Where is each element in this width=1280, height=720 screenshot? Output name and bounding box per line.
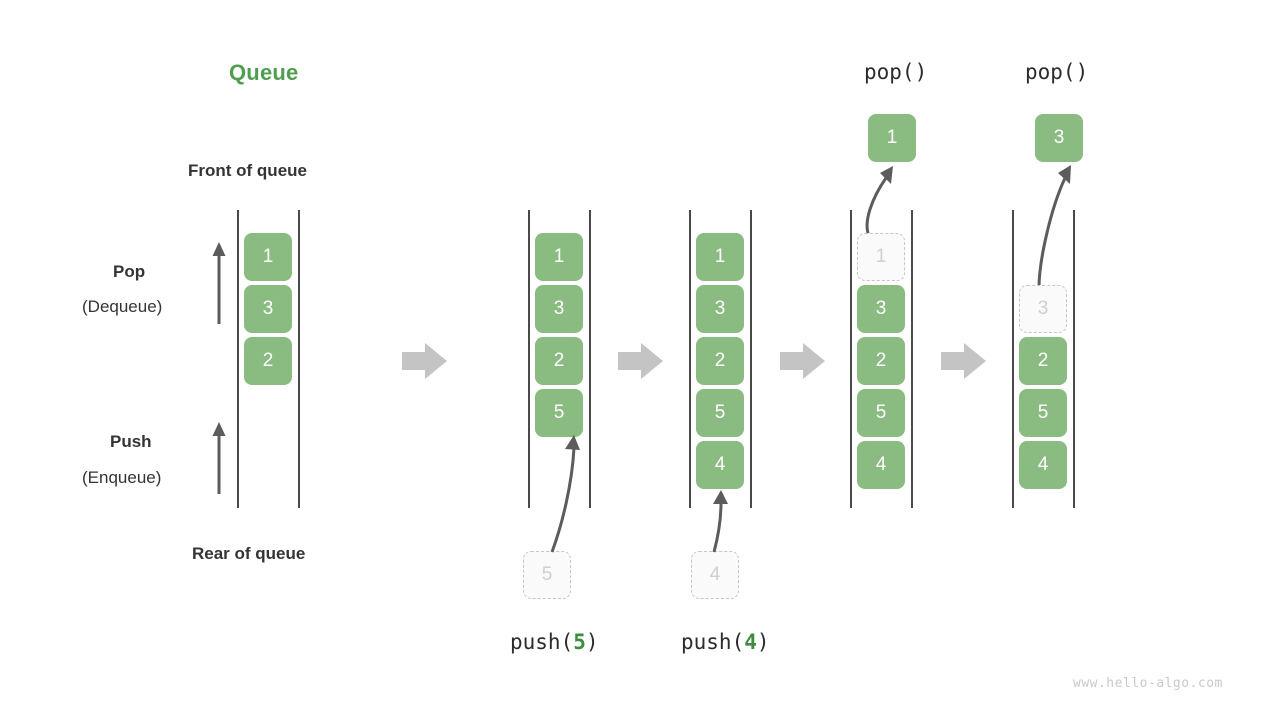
queue-cell: 3	[244, 285, 292, 333]
popped-element: 3	[1035, 114, 1083, 162]
front-of-queue-label: Front of queue	[188, 161, 307, 180]
incoming-element-ghost: 5	[523, 551, 571, 599]
queue-cell: 1	[696, 233, 744, 281]
op-suffix: )	[585, 630, 599, 654]
operation-label-push-5: push(5)	[510, 630, 599, 654]
queue-cell: 4	[857, 441, 905, 489]
queue-cell: 5	[535, 389, 583, 437]
watermark: www.hello-algo.com	[1073, 676, 1223, 691]
op-prefix: pop()	[1025, 60, 1089, 84]
rail-right-stage-4	[1073, 210, 1075, 508]
queue-cell: 3	[535, 285, 583, 333]
push-label: Push	[110, 432, 152, 451]
rail-right-stage-1	[589, 210, 591, 508]
rail-left-stage-3	[850, 210, 852, 508]
queue-cell: 5	[1019, 389, 1067, 437]
incoming-element-ghost: 4	[691, 551, 739, 599]
rail-left-stage-0	[237, 210, 239, 508]
queue-cell: 3	[857, 285, 905, 333]
rail-left-stage-4	[1012, 210, 1014, 508]
queue-cell-ghost: 3	[1019, 285, 1067, 333]
queue-cell: 4	[1019, 441, 1067, 489]
queue-cell-ghost: 1	[857, 233, 905, 281]
diagram-title: Queue	[229, 60, 299, 85]
push-flow-arrow	[712, 490, 728, 553]
pop-label: Pop	[113, 262, 146, 281]
op-suffix: )	[756, 630, 770, 654]
rail-left-stage-2	[689, 210, 691, 508]
operation-label-push-4: push(4)	[681, 630, 770, 654]
queue-cell: 2	[244, 337, 292, 385]
transition-arrow	[402, 343, 447, 379]
rail-right-stage-0	[298, 210, 300, 508]
push-flow-arrow	[550, 435, 580, 553]
queue-cell: 2	[857, 337, 905, 385]
rail-right-stage-2	[750, 210, 752, 508]
operation-label-pop-3: pop()	[1025, 60, 1088, 84]
rail-left-stage-1	[528, 210, 530, 508]
op-value: 4	[744, 630, 757, 654]
queue-cell: 1	[535, 233, 583, 281]
queue-cell: 1	[244, 233, 292, 281]
transition-arrow	[941, 343, 986, 379]
queue-cell: 3	[696, 285, 744, 333]
pop-flow-arrow	[1037, 165, 1071, 289]
push-direction-arrow	[212, 422, 226, 494]
pop-direction-arrow	[212, 242, 226, 324]
queue-cell: 5	[857, 389, 905, 437]
queue-cell: 4	[696, 441, 744, 489]
transition-arrow	[780, 343, 825, 379]
op-prefix: pop()	[864, 60, 928, 84]
pop-flow-arrow	[865, 166, 893, 237]
op-prefix: push(	[681, 630, 745, 654]
popped-element: 1	[868, 114, 916, 162]
push-sublabel: (Enqueue)	[82, 468, 162, 487]
op-value: 5	[573, 630, 586, 654]
queue-cell: 2	[1019, 337, 1067, 385]
queue-cell: 2	[535, 337, 583, 385]
rear-of-queue-label: Rear of queue	[192, 544, 306, 563]
operation-label-pop-1: pop()	[864, 60, 927, 84]
rail-right-stage-3	[911, 210, 913, 508]
queue-cell: 2	[696, 337, 744, 385]
pop-sublabel: (Dequeue)	[82, 297, 163, 316]
op-prefix: push(	[510, 630, 574, 654]
queue-cell: 5	[696, 389, 744, 437]
transition-arrow	[618, 343, 663, 379]
